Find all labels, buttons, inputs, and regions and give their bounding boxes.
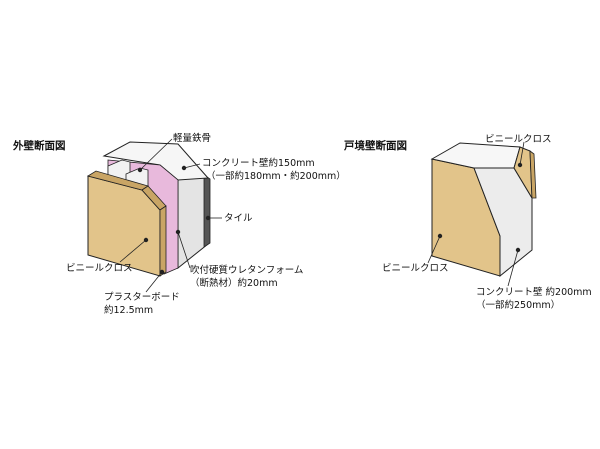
label-boundary-vinyl-left: ビニールクロス	[382, 263, 449, 274]
exterior-leaders	[119, 138, 222, 293]
leader-vinyl-left	[427, 235, 441, 264]
leader-urethane-dot	[175, 229, 181, 235]
label-boundary-concrete-1: コンクリート壁 約200mm	[476, 287, 592, 298]
leader-concrete-dot	[181, 165, 187, 171]
label-urethane-1: 吹付硬質ウレタンフォーム	[190, 265, 304, 276]
leader-steel	[139, 138, 173, 171]
label-vinyl: ビニールクロス	[66, 263, 133, 274]
label-boundary-vinyl-top: ビニールクロス	[485, 134, 552, 145]
leader-vinyl-top	[519, 141, 525, 166]
label-plaster-1: プラスターボード	[104, 292, 180, 303]
leader-concrete-boundary-dot	[515, 247, 521, 253]
label-plaster-2: 約12.5mm	[104, 305, 154, 316]
label-tile: タイル	[224, 213, 253, 224]
exterior-title: 外壁断面図	[13, 140, 66, 152]
leader-tile-dot	[205, 215, 211, 221]
leader-plaster-dot	[159, 269, 165, 275]
leader-plaster	[145, 271, 163, 293]
leader-concrete	[183, 163, 201, 169]
exterior-tile-layer	[203, 174, 211, 248]
leader-vinyl-dot	[143, 237, 149, 243]
label-urethane-2: （断熱材）約20mm	[190, 278, 278, 289]
boundary-title: 戸境壁断面図	[344, 140, 407, 152]
plasterboard-right	[159, 205, 167, 277]
boundary-board-right-edge	[529, 150, 537, 199]
label-concrete-1: コンクリート壁約150mm	[202, 158, 315, 169]
exterior-wall-drawing	[86, 141, 211, 277]
label-steel: 軽量鉄骨	[173, 133, 212, 144]
boundary-leaders	[427, 141, 525, 287]
leader-steel-dot	[137, 167, 143, 173]
leader-vinyl	[119, 239, 147, 263]
label-boundary-concrete-2: （一部約250mm）	[476, 300, 561, 311]
leader-vinyl-top-dot	[517, 162, 523, 168]
leader-vinyl-left-dot	[437, 233, 443, 239]
leader-urethane	[177, 231, 191, 269]
label-concrete-2: （一部約180mm・約200mm）	[206, 171, 346, 182]
leader-concrete-boundary	[507, 249, 519, 287]
